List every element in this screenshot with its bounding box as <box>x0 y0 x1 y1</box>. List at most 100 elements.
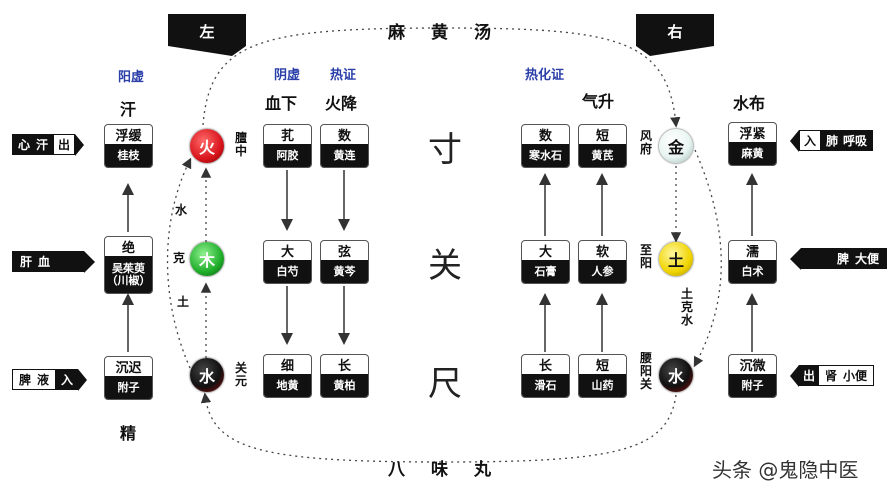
head-xue-xia: 血下 <box>265 94 298 113</box>
herb-c1r2: 吴茱萸 <box>112 261 145 275</box>
element-wood-left: 木 <box>190 242 224 276</box>
herb-c1r3: 附子 <box>105 376 152 399</box>
element-fire-left: 火 <box>190 129 224 163</box>
box-c6r1: 浮紧 麻黄 <box>728 122 777 166</box>
box-c2r3: 细 地黄 <box>263 354 312 398</box>
tag-xin-a: 心 <box>18 138 31 152</box>
tag-pi-ye-ru: 脾 液 入 <box>12 369 88 391</box>
box-c5r3: 短 山药 <box>578 354 627 398</box>
box-c2r2: 大 白芍 <box>263 240 312 284</box>
title-top: 麻黄汤 <box>388 23 517 43</box>
element-earth-right: 土 <box>659 242 693 276</box>
label-yang-xu: 阳虚 <box>118 70 145 85</box>
pulse-c1r2: 绝 <box>121 241 135 256</box>
pulse-c3r3: 长 <box>337 359 351 374</box>
tab-left: 左 <box>199 22 215 41</box>
element-water-right: 水 <box>659 358 693 392</box>
box-c4r3: 长 滑石 <box>521 354 570 398</box>
box-c5r1: 短 黄芪 <box>578 124 627 168</box>
herb-c2r3: 地黄 <box>264 374 311 397</box>
box-c2r1: 芤 阿胶 <box>263 124 312 168</box>
label-re-zheng: 热证 <box>330 68 357 83</box>
pulse-c2r2: 大 <box>280 245 294 260</box>
left-tab-shape <box>168 14 246 56</box>
tag-shen-a: 出 <box>803 369 816 383</box>
label-feng-fu: 风府 <box>639 129 652 156</box>
tag-xin-b: 汗 <box>36 138 49 152</box>
pulse-c6r1: 浮紧 <box>739 127 766 142</box>
herb-c5r3: 山药 <box>579 374 626 397</box>
head-qi-sheng: 气升 <box>582 92 615 111</box>
tag-pi-dabian: 脾 大便 <box>790 248 887 270</box>
box-c4r2: 大 石膏 <box>521 240 570 284</box>
herb-c2r2: 白芍 <box>264 260 311 283</box>
metal-to-water <box>693 149 722 368</box>
pulse-c4r1: 数 <box>538 129 552 144</box>
tag-xin-c: 出 <box>58 138 71 152</box>
head-huo-jiang: 火降 <box>325 94 358 113</box>
tag-gan-a: 肝 <box>20 255 33 269</box>
pulse-c1r3: 沉迟 <box>115 361 142 376</box>
herb-c5r1: 黄芪 <box>579 144 626 167</box>
pulse-c4r3: 长 <box>538 359 552 374</box>
head-jing: 精 <box>120 424 137 443</box>
tag-shen-b: 肾 <box>825 369 838 383</box>
label-zhi-yang: 至阳 <box>639 243 652 270</box>
box-c1r1: 浮缓 桂枝 <box>104 124 153 168</box>
tag-gan-b: 血 <box>38 255 51 269</box>
label-shui: 水 <box>175 203 188 217</box>
pulse-c6r3: 沉微 <box>739 359 766 374</box>
right-tab-shape <box>636 14 714 56</box>
pulse-c6r2: 濡 <box>745 245 759 260</box>
label-re-hua-zheng: 热化证 <box>525 68 565 83</box>
herb-c5r2: 人参 <box>579 260 626 283</box>
bottom-dotted-arc <box>200 392 677 463</box>
label-ke: 克 <box>173 251 186 265</box>
head-shui-bu: 水布 <box>733 94 766 113</box>
box-c6r3: 沉微 附子 <box>728 354 777 398</box>
tag-ru-fei-huxi: 入 肺 呼吸 <box>790 130 874 152</box>
herb-c3r3: 黄柏 <box>321 374 368 397</box>
pulse-c5r3: 短 <box>595 359 609 374</box>
position-guan: 关 <box>428 246 462 286</box>
herb-c4r2: 石膏 <box>522 260 569 283</box>
herb-c1r1: 桂枝 <box>105 144 152 167</box>
tag-pi-b: 液 <box>37 373 50 387</box>
label-shan-zhong: 膻中 <box>234 131 247 158</box>
label-yin-xu: 阴虚 <box>274 68 301 83</box>
position-chi: 尺 <box>428 364 462 404</box>
label-tu: 土 <box>177 295 190 309</box>
pulse-c2r3: 细 <box>280 359 294 374</box>
herb-c4r3: 滑石 <box>522 374 569 397</box>
box-c1r3: 沉迟 附子 <box>104 356 153 400</box>
pulse-c2r1: 芤 <box>280 129 294 144</box>
pulse-c5r1: 短 <box>595 129 609 144</box>
tag-pi-a: 脾 <box>19 373 32 387</box>
tag-pi-right-a: 脾 <box>836 252 849 266</box>
label-guan-yuan: 关元 <box>234 361 247 388</box>
tag-fei-a: 入 <box>804 134 817 148</box>
element-metal-right: 金 <box>659 129 693 163</box>
element-water-left: 水 <box>190 358 224 392</box>
box-c3r1: 数 黄连 <box>320 124 369 168</box>
herb-c2r1: 阿胶 <box>264 144 311 167</box>
box-c4r1: 数 寒水石 <box>521 124 570 168</box>
box-c3r3: 长 黄柏 <box>320 354 369 398</box>
tag-xin-han-chu: 心 汗 出 <box>12 134 85 156</box>
herb-c3r2: 黄芩 <box>321 260 368 283</box>
position-cun: 寸 <box>428 130 462 170</box>
title-bottom: 八味丸 <box>388 460 517 480</box>
head-han: 汗 <box>120 100 137 119</box>
herb-c4r1: 寒水石 <box>522 144 569 167</box>
pulse-c1r1: 浮缓 <box>115 129 142 144</box>
tag-pi-right-b: 大便 <box>854 252 879 266</box>
tag-gan-xue: 肝 血 <box>12 251 95 273</box>
pulse-c5r2: 软 <box>595 245 609 260</box>
herb-c6r1: 麻黄 <box>729 142 776 165</box>
herb-c6r3: 附子 <box>729 374 776 397</box>
box-c5r2: 软 人参 <box>578 240 627 284</box>
label-tu-ke-shui: 土克水 <box>680 287 693 327</box>
tag-fei-b: 肺 <box>826 134 839 148</box>
box-c3r2: 弦 黄芩 <box>320 240 369 284</box>
